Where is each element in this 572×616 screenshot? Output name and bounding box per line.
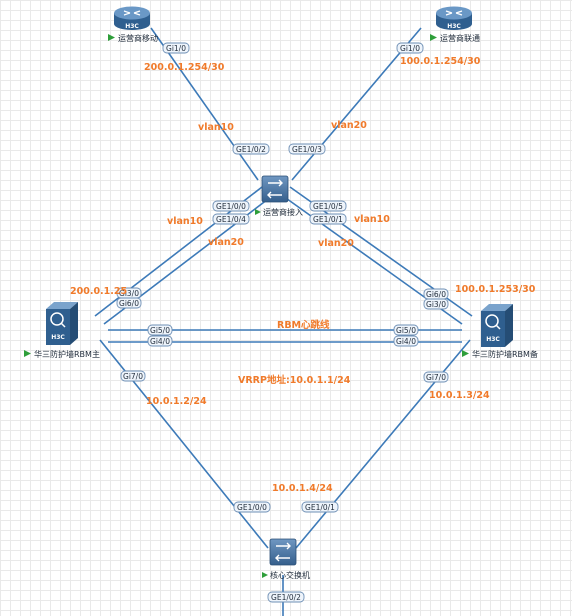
mobile-ip-label: 200.0.1.254/30: [144, 62, 225, 73]
rbm-heartbeat-label: RBM心跳线: [277, 319, 330, 331]
play-icon: [24, 350, 31, 357]
firewall-master[interactable]: H3C 华三防护墙RBM主: [24, 302, 100, 359]
brand-logo: H3C: [51, 334, 65, 341]
port-label: Gi1/0: [166, 44, 186, 53]
port-label: GE1/0/5: [313, 202, 343, 211]
device-label-access: 运营商接入: [263, 207, 303, 217]
port-fwb-gi30[interactable]: Gi3/0: [423, 298, 449, 310]
port-fwb-gi70[interactable]: Gi7/0: [423, 371, 449, 383]
play-icon: [430, 34, 437, 41]
port-label: Gi7/0: [426, 373, 446, 382]
port-labels: Gi1/0 Gi1/0 GE1/0/2 GE1/0/3 GE1/0/0 GE1/…: [116, 42, 449, 603]
port-fwm-gi50[interactable]: Gi5/0: [147, 324, 173, 336]
port-fwm-gi70[interactable]: Gi7/0: [120, 370, 146, 382]
annotations: 200.0.1.254/30 100.0.1.254/30 vlan10 vla…: [70, 56, 536, 494]
link-fwb-core[interactable]: [295, 339, 471, 549]
port-label: GE1/0/0: [237, 503, 267, 512]
port-label: Gi7/0: [123, 372, 143, 381]
port-fwb-gi40[interactable]: Gi4/0: [393, 335, 419, 347]
port-access-ge101[interactable]: GE1/0/1: [309, 213, 347, 225]
port-access-ge102[interactable]: GE1/0/2: [232, 143, 270, 155]
port-label: GE1/0/3: [292, 145, 322, 154]
vlan10-top-label: vlan10: [198, 122, 234, 133]
vlan10-left-label: vlan10: [167, 216, 203, 227]
port-label: GE1/0/1: [313, 215, 343, 224]
play-icon: [255, 209, 261, 215]
vrrp-label: VRRP地址:10.0.1.1/24: [238, 374, 351, 386]
port-label: GE1/0/2: [271, 593, 301, 602]
core-ip-label: 10.0.1.4/24: [272, 483, 333, 494]
port-access-ge100[interactable]: GE1/0/0: [212, 200, 250, 212]
device-label-unicom: 运营商联通: [440, 33, 480, 43]
port-label: Gi4/0: [150, 337, 170, 346]
play-icon: [262, 572, 268, 578]
port-core-ge102[interactable]: GE1/0/2: [267, 591, 305, 603]
port-fwm-gi60[interactable]: Gi6/0: [116, 297, 142, 309]
port-label: Gi6/0: [426, 290, 446, 299]
switch-access[interactable]: 运营商接入: [255, 175, 303, 217]
link-unicom-access[interactable]: [291, 27, 422, 181]
vlan20-left-label: vlan20: [208, 237, 244, 248]
brand-logo: H3C: [125, 23, 139, 30]
port-label: Gi3/0: [426, 300, 446, 309]
port-label: Gi5/0: [150, 326, 170, 335]
router-icon: H3C: [114, 6, 150, 30]
port-label: GE1/0/1: [305, 503, 335, 512]
device-label-mobile: 运营商移动: [118, 33, 158, 43]
port-label: Gi6/0: [119, 299, 139, 308]
firewall-icon: H3C: [481, 304, 513, 347]
router-mobile[interactable]: H3C 运营商移动: [108, 6, 158, 44]
port-access-ge103[interactable]: GE1/0/3: [288, 143, 326, 155]
router-icon: H3C: [436, 6, 472, 30]
port-label: Gi4/0: [396, 337, 416, 346]
port-label: Gi5/0: [396, 326, 416, 335]
unicom-ip-label: 100.0.1.254/30: [400, 56, 481, 67]
play-icon: [462, 350, 469, 357]
port-unicom-gi10[interactable]: Gi1/0: [396, 42, 424, 54]
vlan10-right-label: vlan10: [354, 214, 390, 225]
fw-backup-ip-label: 100.0.1.253/30: [455, 284, 536, 295]
firewall-backup[interactable]: H3C 华三防护墙RBM备: [462, 304, 538, 359]
vlan20-right-label: vlan20: [318, 238, 354, 249]
fw-master-inside-ip-label: 10.0.1.2/24: [146, 396, 207, 407]
brand-logo: H3C: [486, 336, 500, 343]
fw-backup-inside-ip-label: 10.0.1.3/24: [429, 390, 490, 401]
port-fwm-gi30[interactable]: Gi3/0: [116, 287, 142, 299]
switch-icon: [269, 538, 297, 566]
port-fwm-gi40[interactable]: Gi4/0: [147, 335, 173, 347]
port-fwb-gi60[interactable]: Gi6/0: [423, 288, 449, 300]
vlan20-top-label: vlan20: [331, 120, 367, 131]
device-label-core: 核心交换机: [270, 570, 310, 580]
port-label: Gi1/0: [400, 44, 420, 53]
port-mobile-gi10[interactable]: Gi1/0: [162, 42, 190, 54]
switch-core[interactable]: 核心交换机: [262, 538, 310, 580]
port-core-ge100[interactable]: GE1/0/0: [233, 501, 271, 513]
port-access-ge104[interactable]: GE1/0/4: [212, 213, 250, 225]
play-icon: [108, 34, 115, 41]
port-label: GE1/0/0: [216, 202, 246, 211]
port-core-ge101[interactable]: GE1/0/1: [301, 501, 339, 513]
port-access-ge105[interactable]: GE1/0/5: [309, 200, 347, 212]
port-fwb-gi50[interactable]: Gi5/0: [393, 324, 419, 336]
device-label-fw-backup: 华三防护墙RBM备: [472, 349, 538, 359]
brand-logo: H3C: [447, 23, 461, 30]
switch-icon: [261, 175, 289, 203]
device-label-fw-master: 华三防护墙RBM主: [34, 349, 100, 359]
port-label: GE1/0/4: [216, 215, 246, 224]
router-unicom[interactable]: H3C 运营商联通: [430, 6, 480, 44]
firewall-icon: H3C: [46, 302, 78, 345]
port-label: Gi3/0: [119, 289, 139, 298]
fw-master-ip-label: 200.0.1.25: [70, 286, 127, 297]
port-label: GE1/0/2: [236, 145, 266, 154]
